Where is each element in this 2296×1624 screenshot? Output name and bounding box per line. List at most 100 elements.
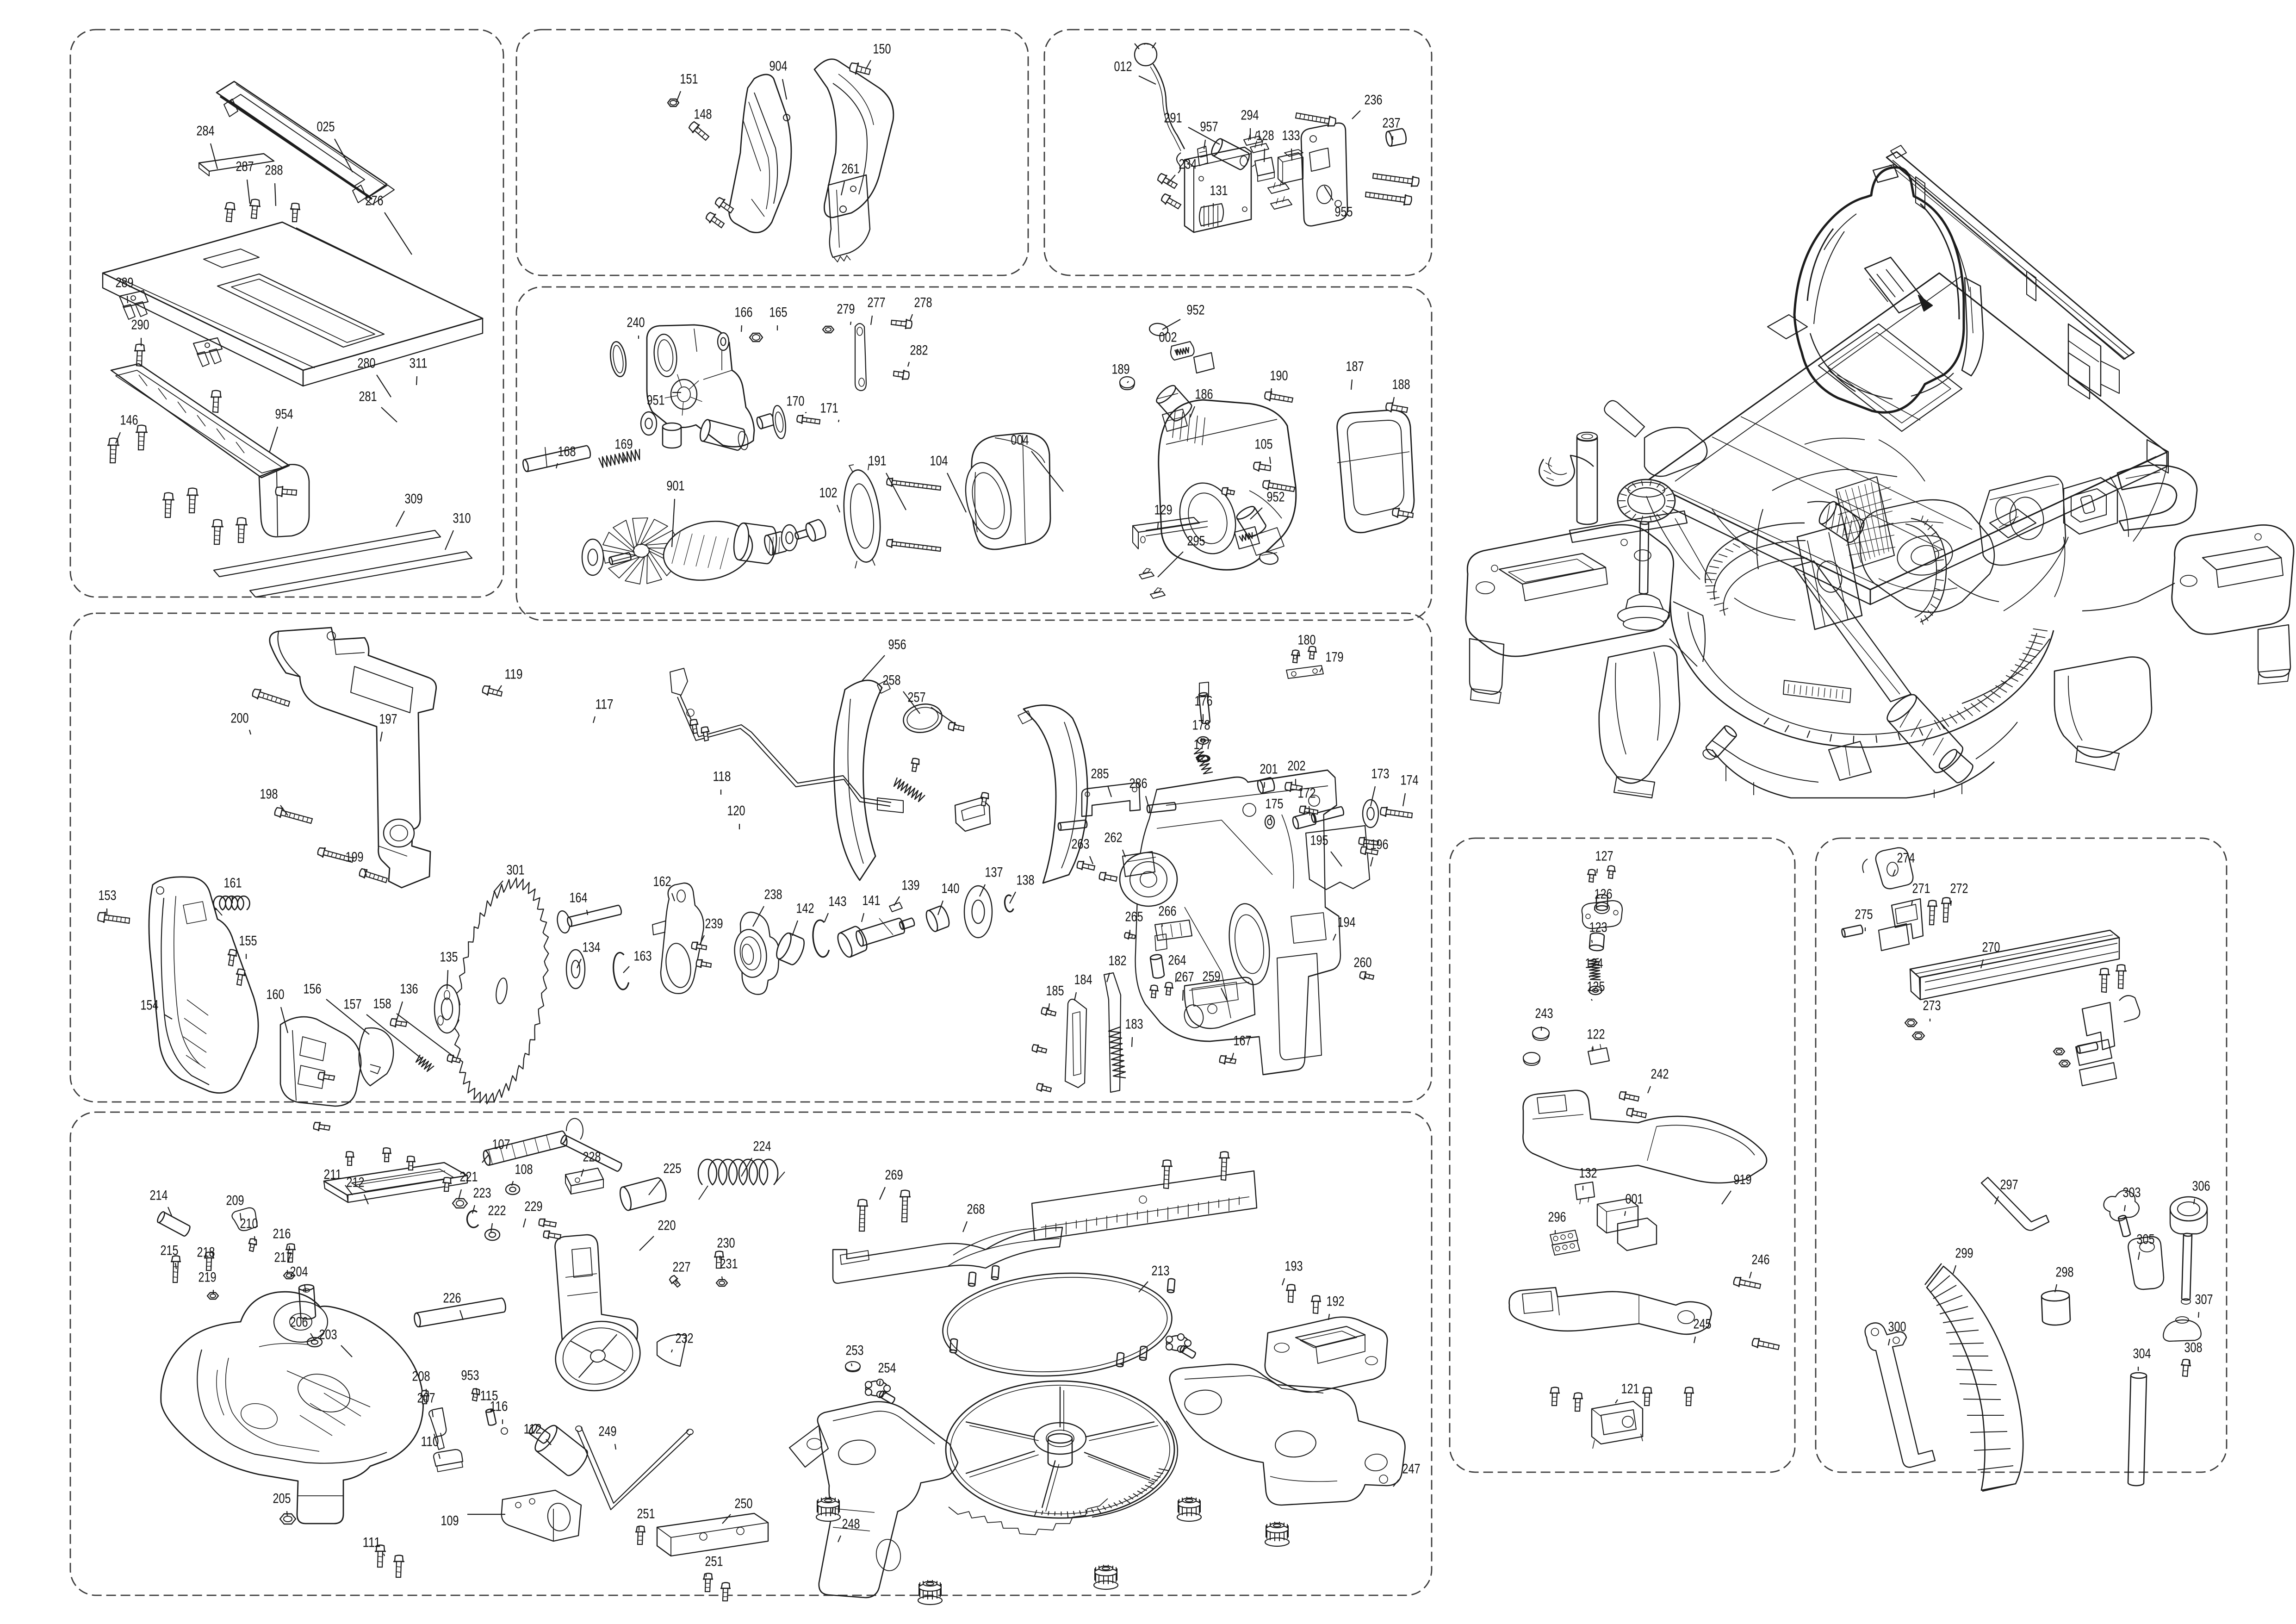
svg-text:137: 137 [985,865,1003,880]
svg-text:298: 298 [2056,1265,2074,1280]
svg-text:195: 195 [1310,833,1328,848]
svg-text:240: 240 [627,315,645,330]
svg-text:251: 251 [705,1554,723,1569]
svg-text:134: 134 [583,940,601,955]
svg-text:237: 237 [1383,116,1401,131]
svg-text:272: 272 [1950,881,1968,896]
svg-text:175: 175 [1266,796,1284,812]
svg-text:168: 168 [558,444,576,460]
svg-text:305: 305 [2137,1232,2155,1247]
svg-text:201: 201 [1260,762,1278,777]
svg-text:248: 248 [842,1517,860,1532]
svg-text:198: 198 [260,787,278,802]
svg-text:904: 904 [769,59,788,74]
svg-text:258: 258 [883,673,901,688]
svg-text:180: 180 [1298,633,1316,648]
svg-text:158: 158 [373,996,391,1012]
svg-text:117: 117 [596,697,614,712]
svg-text:203: 203 [319,1327,337,1343]
svg-text:303: 303 [2123,1185,2141,1201]
svg-text:236: 236 [1365,93,1383,108]
svg-text:277: 277 [868,295,886,311]
svg-text:184: 184 [1074,972,1092,988]
svg-text:296: 296 [1548,1210,1566,1225]
svg-text:901: 901 [667,479,685,494]
svg-text:232: 232 [676,1331,694,1346]
svg-text:300: 300 [1888,1319,1906,1335]
svg-text:212: 212 [347,1175,365,1190]
svg-text:204: 204 [290,1264,308,1280]
svg-text:209: 209 [226,1193,244,1208]
svg-text:186: 186 [1195,387,1213,402]
svg-text:162: 162 [653,874,671,890]
svg-text:155: 155 [239,933,257,949]
svg-text:202: 202 [1288,759,1306,774]
svg-text:150: 150 [873,42,891,57]
svg-text:127: 127 [1595,849,1613,864]
svg-text:196: 196 [1371,837,1389,852]
svg-text:276: 276 [366,193,384,209]
svg-text:208: 208 [412,1369,430,1384]
svg-text:270: 270 [1982,940,2000,955]
svg-text:253: 253 [846,1343,864,1358]
svg-text:132: 132 [1579,1166,1597,1181]
svg-text:133: 133 [1282,128,1300,143]
svg-text:306: 306 [2192,1179,2210,1194]
svg-text:160: 160 [267,987,285,1002]
svg-text:129: 129 [1154,503,1173,518]
svg-text:182: 182 [1109,953,1127,969]
svg-text:239: 239 [705,916,723,932]
svg-text:279: 279 [837,302,855,317]
svg-text:952: 952 [1187,303,1205,318]
svg-text:207: 207 [417,1391,435,1406]
svg-text:273: 273 [1923,998,1941,1014]
svg-text:271: 271 [1912,881,1930,896]
svg-text:169: 169 [615,437,633,452]
svg-text:190: 190 [1270,368,1288,384]
svg-text:278: 278 [914,295,932,311]
svg-text:301: 301 [507,863,525,878]
svg-text:164: 164 [570,890,588,906]
svg-text:140: 140 [942,881,960,896]
svg-text:126: 126 [1595,887,1613,902]
svg-text:211: 211 [324,1167,342,1182]
svg-text:136: 136 [400,982,418,997]
svg-text:173: 173 [1371,766,1390,782]
svg-text:222: 222 [488,1203,506,1219]
svg-text:286: 286 [1129,776,1148,791]
svg-text:282: 282 [910,343,928,358]
svg-text:192: 192 [1327,1294,1345,1309]
svg-text:172: 172 [1298,786,1316,801]
svg-text:112: 112 [524,1422,542,1437]
svg-text:214: 214 [150,1188,168,1203]
svg-text:189: 189 [1112,362,1130,377]
svg-text:249: 249 [599,1424,617,1439]
svg-text:225: 225 [664,1161,682,1176]
svg-text:148: 148 [694,107,712,122]
svg-text:165: 165 [769,305,788,320]
svg-text:243: 243 [1535,1006,1553,1021]
svg-text:287: 287 [236,159,254,174]
svg-text:131: 131 [1210,183,1228,199]
svg-text:110: 110 [421,1434,439,1450]
svg-text:121: 121 [1621,1381,1639,1397]
svg-text:304: 304 [2133,1346,2151,1362]
svg-text:151: 151 [680,72,698,87]
svg-text:310: 310 [453,511,471,526]
svg-text:213: 213 [1152,1263,1170,1279]
svg-text:259: 259 [1203,969,1221,984]
svg-text:183: 183 [1125,1017,1143,1032]
svg-text:247: 247 [1402,1462,1421,1477]
svg-text:260: 260 [1354,955,1372,971]
svg-text:153: 153 [99,888,117,903]
svg-text:107: 107 [492,1137,510,1152]
svg-text:161: 161 [224,876,242,891]
svg-text:254: 254 [878,1361,896,1376]
svg-text:154: 154 [141,998,159,1013]
svg-text:267: 267 [1176,970,1194,985]
svg-text:122: 122 [1587,1027,1605,1042]
svg-text:261: 261 [842,162,860,177]
svg-text:274: 274 [1897,851,1915,866]
svg-text:166: 166 [735,305,753,320]
svg-text:146: 146 [120,413,138,428]
